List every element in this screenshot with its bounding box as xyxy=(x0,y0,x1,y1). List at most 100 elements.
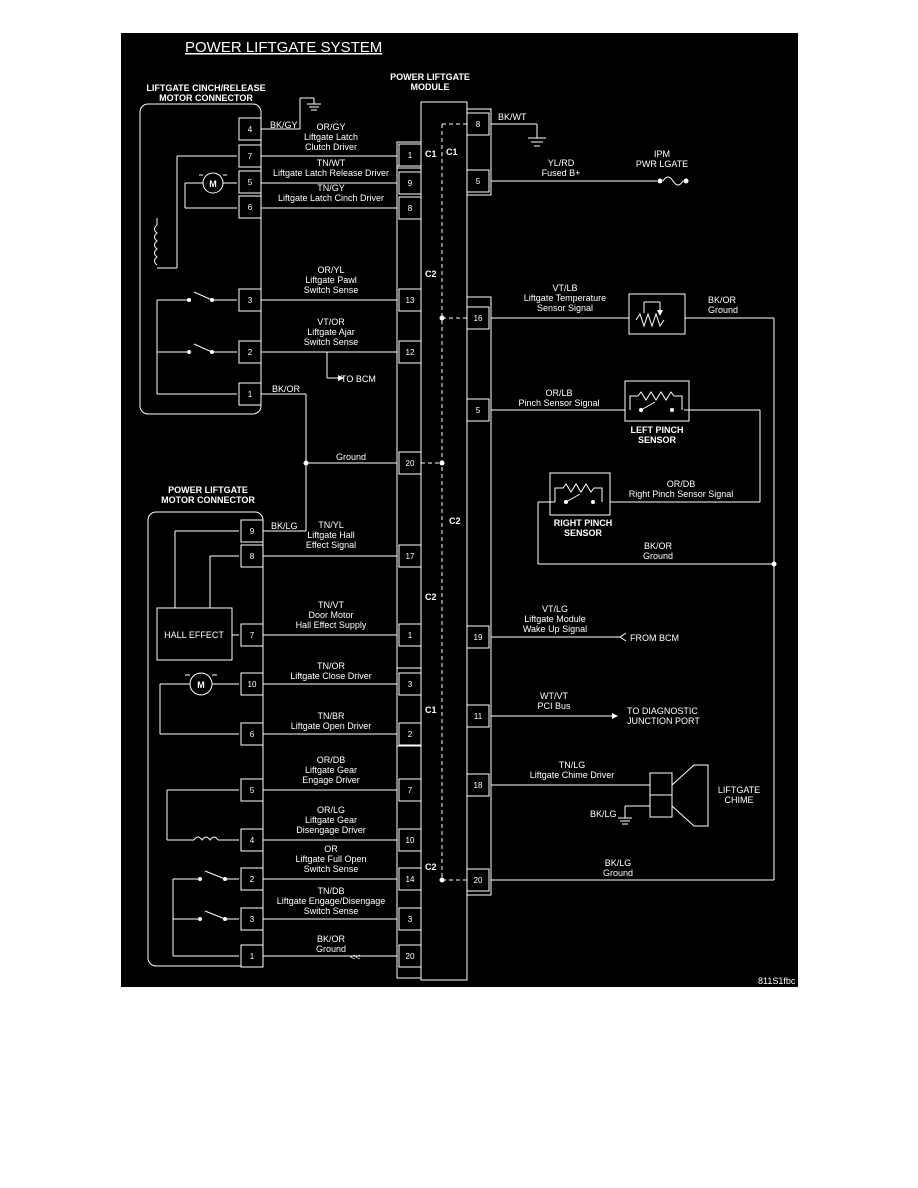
cinch-pin: 6 xyxy=(248,203,253,212)
module-right-pin-box xyxy=(466,398,490,422)
module-left-pin: 12 xyxy=(406,348,415,357)
module-right-pin: 11 xyxy=(474,712,483,721)
hall-effect-box xyxy=(156,607,233,661)
module-right-pin-box xyxy=(466,773,490,797)
reference-code: 811S1fbc xyxy=(758,976,796,986)
module-right-pin-box xyxy=(466,704,490,728)
motor-pin: 4 xyxy=(250,836,255,845)
module-right-pin: 19 xyxy=(474,633,483,642)
module-conn-label-c2b: C2 xyxy=(449,516,461,526)
module-conn-label-c1a: C1 xyxy=(425,149,437,159)
cinch-pin: 7 xyxy=(248,152,253,161)
module-right-pin-box xyxy=(466,625,490,649)
full-open-switch xyxy=(204,870,226,880)
module-right-pin-box xyxy=(466,112,490,136)
module-left-pin: 9 xyxy=(408,179,413,188)
motor-pin: 8 xyxy=(250,552,255,561)
motor-pin: 2 xyxy=(250,875,255,884)
module-right-pin: 20 xyxy=(474,876,483,885)
module-right-pin-box xyxy=(466,169,490,193)
module-left-pin: 8 xyxy=(408,204,413,213)
to-bcm-label: TO BCM xyxy=(341,374,376,384)
module-conn-label-c1c: C1 xyxy=(425,705,437,715)
latch-motor-glyph: M xyxy=(209,179,217,189)
fuse-icon xyxy=(662,176,684,186)
module-left-pin-box xyxy=(398,288,422,312)
ajar-switch xyxy=(193,343,213,353)
module-left-pin: 3 xyxy=(408,680,413,689)
motor-pin: 10 xyxy=(248,680,257,689)
module-left-pin-box xyxy=(398,828,422,852)
module-left-pin-box xyxy=(398,672,422,696)
module-left-pin: 13 xyxy=(406,296,415,305)
gear-coil xyxy=(193,836,219,841)
left-pinch-sensor xyxy=(624,380,690,422)
cinch-pin: 1 xyxy=(248,390,253,399)
module-c1-right-body xyxy=(466,108,492,196)
cinch-pin: 3 xyxy=(248,296,253,305)
module-c2-right-body xyxy=(466,296,492,896)
svg-text:<<: << xyxy=(350,952,361,962)
diagram-title: POWER LIFTGATE SYSTEM xyxy=(185,39,382,56)
motor-pin: 9 xyxy=(250,527,255,536)
module-left-pin: 3 xyxy=(408,915,413,924)
left-wire-label: BK/LG xyxy=(271,521,298,531)
motor-pin: 3 xyxy=(250,915,255,924)
right-wire-label: BK/WT xyxy=(498,112,527,122)
module-left-pin-box xyxy=(398,451,422,475)
module-conn-label-c2a: C2 xyxy=(425,269,437,279)
chime-speaker xyxy=(671,764,709,827)
module-left-pin: 20 xyxy=(406,459,415,468)
module-left-pin-box xyxy=(398,722,422,746)
module-left-pin-box xyxy=(398,907,422,931)
module-left-pin-box xyxy=(398,867,422,891)
module-body xyxy=(420,101,468,981)
module-left-pin: 1 xyxy=(408,151,413,160)
motor-pin: 1 xyxy=(250,952,255,961)
left-wire-label: BK/OR xyxy=(272,384,301,394)
module-right-pin-box xyxy=(466,306,490,330)
module-left-pin-box xyxy=(398,196,422,220)
module-left-pin: 10 xyxy=(406,836,415,845)
module-left-pin-box xyxy=(398,340,422,364)
cinch-pin-box xyxy=(238,195,262,219)
cinch-pin-box xyxy=(238,170,262,194)
cinch-pin: 2 xyxy=(248,348,253,357)
cinch-pin: 4 xyxy=(248,125,253,134)
temperature-sensor xyxy=(628,293,686,335)
module-right-pin: 8 xyxy=(476,120,481,129)
module-left-pin: 2 xyxy=(408,730,413,739)
from-bcm-label: FROM BCM xyxy=(630,633,679,643)
module-c1-lower-left-body xyxy=(396,667,422,747)
module-right-pin: 18 xyxy=(474,781,483,790)
motor-pin: 7 xyxy=(250,631,255,640)
module-right-pin-box xyxy=(466,868,490,892)
engage-switch xyxy=(204,910,226,920)
left-wires: << xyxy=(261,97,397,962)
